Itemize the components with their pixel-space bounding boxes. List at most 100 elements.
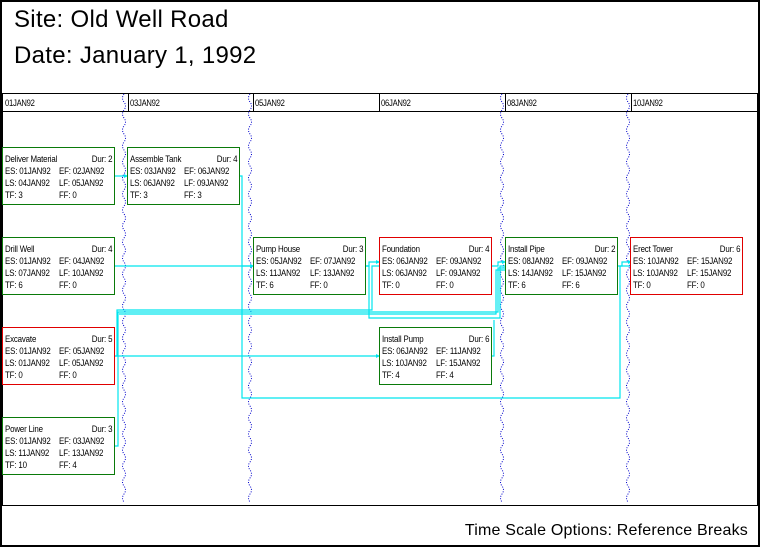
free-float: FF: 0 [436, 280, 455, 290]
early-start: ES: 05JAN92 [256, 256, 302, 266]
timescale-label: 01JAN92 [5, 98, 35, 108]
activity-node-install-pipe[interactable]: Install Pipe Dur: 2 ES: 08JAN92 EF: 09JAN9… [505, 237, 618, 295]
late-finish: LF: 09JAN92 [184, 178, 229, 188]
activity-node-assemble-tank[interactable]: Assemble Tank Dur: 4 ES: 03JAN92 EF: 06JAN… [127, 147, 240, 205]
activity-duration: Dur: 2 [594, 244, 615, 254]
late-finish: LF: 13JAN92 [59, 448, 104, 458]
timescale-label: 03JAN92 [130, 98, 160, 108]
total-float: TF: 6 [5, 280, 23, 290]
total-float: TF: 0 [633, 280, 651, 290]
date-title: Date: January 1, 1992 [14, 42, 257, 69]
activity-duration: Dur: 2 [91, 154, 112, 164]
activity-duration: Dur: 6 [468, 334, 489, 344]
early-start: ES: 01JAN92 [5, 346, 51, 356]
late-finish: LF: 09JAN92 [436, 268, 481, 278]
network-chart-area: 01JAN92 03JAN92 05JAN92 06JAN92 08JAN92 … [2, 93, 758, 506]
activity-name: Pump House [256, 244, 301, 254]
early-finish: EF: 05JAN92 [59, 346, 105, 356]
timescale-label: 06JAN92 [381, 98, 411, 108]
late-start: LS: 07JAN92 [5, 268, 50, 278]
activity-duration: Dur: 4 [216, 154, 237, 164]
free-float: FF: 0 [59, 280, 78, 290]
early-finish: EF: 09JAN92 [436, 256, 482, 266]
timescale-header: 01JAN92 03JAN92 05JAN92 06JAN92 08JAN92 … [3, 94, 757, 112]
total-float: TF: 6 [508, 280, 526, 290]
late-start: LS: 11JAN92 [256, 268, 301, 278]
late-start: LS: 10JAN92 [633, 268, 678, 278]
late-start: LS: 11JAN92 [5, 448, 50, 458]
activity-name: Power Line [5, 424, 43, 434]
activity-node-deliver-material[interactable]: Deliver Material Dur: 2 ES: 01JAN92 EF: 02… [2, 147, 115, 205]
activity-name: Deliver Material [5, 154, 58, 164]
early-finish: EF: 02JAN92 [59, 166, 105, 176]
late-finish: LF: 15JAN92 [687, 268, 732, 278]
total-float: TF: 3 [130, 190, 148, 200]
late-finish: LF: 05JAN92 [59, 358, 104, 368]
late-finish: LF: 15JAN92 [436, 358, 481, 368]
timescale-label: 08JAN92 [507, 98, 537, 108]
total-float: TF: 0 [5, 370, 23, 380]
timescale-separator [379, 94, 380, 112]
early-finish: EF: 04JAN92 [59, 256, 105, 266]
activity-name: Install Pump [382, 334, 424, 344]
footer-note: Time Scale Options: Reference Breaks [464, 522, 748, 539]
activity-name: Install Pipe [508, 244, 545, 254]
activity-name: Foundation [382, 244, 420, 254]
late-start: LS: 01JAN92 [5, 358, 50, 368]
activity-duration: Dur: 5 [91, 334, 112, 344]
early-start: ES: 01JAN92 [5, 436, 51, 446]
early-finish: EF: 11JAN92 [436, 346, 482, 356]
late-finish: LF: 15JAN92 [562, 268, 607, 278]
late-start: LS: 04JAN92 [5, 178, 50, 188]
late-start: LS: 06JAN92 [130, 178, 175, 188]
activity-duration: Dur: 6 [719, 244, 740, 254]
early-start: ES: 06JAN92 [382, 346, 428, 356]
late-start: LS: 14JAN92 [508, 268, 553, 278]
activity-duration: Dur: 4 [91, 244, 112, 254]
late-finish: LF: 10JAN92 [59, 268, 104, 278]
late-start: LS: 06JAN92 [382, 268, 427, 278]
free-float: FF: 0 [687, 280, 706, 290]
early-start: ES: 06JAN92 [382, 256, 428, 266]
activity-duration: Dur: 3 [342, 244, 363, 254]
free-float: FF: 4 [59, 460, 78, 470]
timescale-separator [631, 94, 632, 112]
activity-name: Drill Well [5, 244, 35, 254]
total-float: TF: 10 [5, 460, 27, 470]
late-start: LS: 10JAN92 [382, 358, 427, 368]
free-float: FF: 0 [59, 190, 78, 200]
early-start: ES: 03JAN92 [130, 166, 176, 176]
activity-duration: Dur: 3 [91, 424, 112, 434]
timescale-separator [128, 94, 129, 112]
early-finish: EF: 06JAN92 [184, 166, 230, 176]
timescale-separator [253, 94, 254, 112]
total-float: TF: 0 [382, 280, 400, 290]
late-finish: LF: 05JAN92 [59, 178, 104, 188]
activity-duration: Dur: 4 [468, 244, 489, 254]
activity-node-install-pump[interactable]: Install Pump Dur: 6 ES: 06JAN92 EF: 11JAN9… [379, 327, 492, 385]
late-finish: LF: 13JAN92 [310, 268, 355, 278]
early-start: ES: 01JAN92 [5, 166, 51, 176]
timescale-label: 10JAN92 [633, 98, 663, 108]
early-start: ES: 08JAN92 [508, 256, 554, 266]
free-float: FF: 6 [562, 280, 581, 290]
free-float: FF: 4 [436, 370, 455, 380]
timescale-label: 05JAN92 [255, 98, 285, 108]
early-finish: EF: 07JAN92 [310, 256, 356, 266]
activity-name: Erect Tower [633, 244, 673, 254]
early-finish: EF: 03JAN92 [59, 436, 105, 446]
early-start: ES: 01JAN92 [5, 256, 51, 266]
early-start: ES: 10JAN92 [633, 256, 679, 266]
free-float: FF: 0 [59, 370, 78, 380]
early-finish: EF: 09JAN92 [562, 256, 608, 266]
timescale-separator [505, 94, 506, 112]
site-title: Site: Old Well Road [14, 6, 229, 33]
activity-name: Assemble Tank [130, 154, 182, 164]
total-float: TF: 6 [256, 280, 274, 290]
